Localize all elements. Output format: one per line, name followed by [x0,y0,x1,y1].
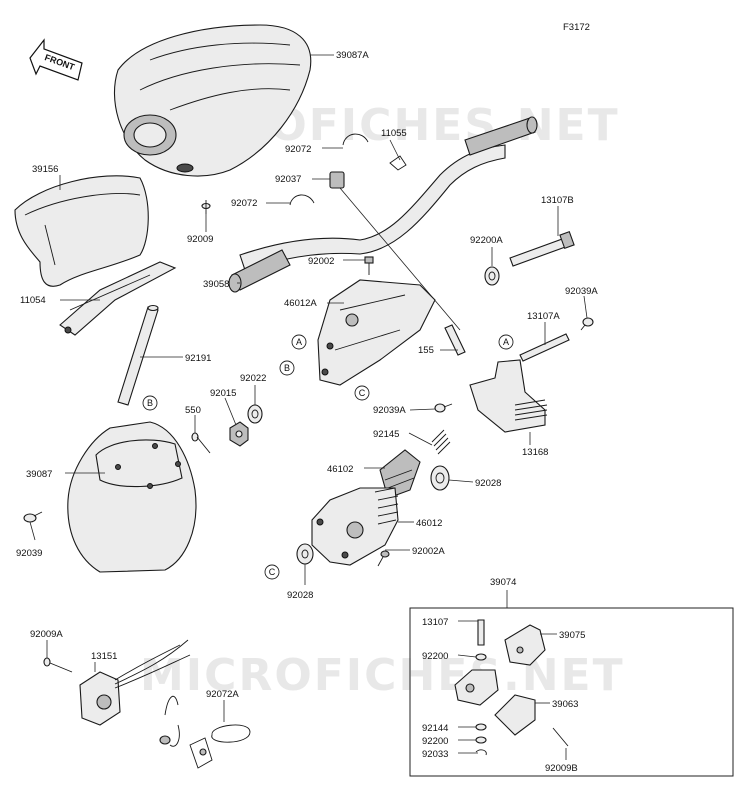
washer-92200A-drawing [484,266,500,286]
label-92072A: 92072A [206,689,239,700]
label-92145: 92145 [373,429,399,440]
label-13107: 13107 [422,617,448,628]
label-92200A: 92200A [470,235,503,246]
pin-155-drawing [444,324,466,356]
label-13151: 13151 [91,651,117,662]
label-92072-lower: 92072 [231,198,257,209]
bolt-92039A-mid-drawing [434,403,453,413]
label-92002A: 92002A [412,546,445,557]
front-arrow-icon: FRONT [29,38,83,81]
washer-92022-drawing [247,404,263,424]
label-13107A: 13107A [527,311,560,322]
nut-drawing [329,171,461,331]
band-92072A-drawing [189,724,251,769]
bolt-left-drawing [23,511,43,523]
diagram-code: F3172 [563,22,590,33]
assembly-box [409,607,734,777]
bolt-92002A-drawing [377,550,390,567]
leader-lines [29,54,588,760]
bolt-550-drawing [191,432,211,454]
label-92022: 92022 [240,373,266,384]
label-92009A: 92009A [30,629,63,640]
washer-92028-right-drawing [430,465,450,491]
label-550: 550 [185,405,201,416]
label-92015: 92015 [210,388,236,399]
label-39063: 39063 [552,699,578,710]
pin-13107A-drawing [519,333,570,362]
clip-drawing [389,155,407,171]
ref-marker-A-upper: A [291,334,307,350]
label-39075: 39075 [559,630,585,641]
label-155: 155 [418,345,434,356]
label-92039A-mid: 92039A [373,405,406,416]
label-46012: 46012 [416,518,442,529]
ref-marker-C-upper: C [354,385,370,401]
label-11054: 11054 [20,295,46,306]
svg-text:A: A [503,337,509,347]
label-92028-left: 92028 [287,590,313,601]
label-92144: 92144 [422,723,448,734]
label-92200-1: 92200 [422,651,448,662]
bolt-92002-drawing [364,256,374,275]
upper-cover-drawing [113,24,312,177]
ref-marker-C-lower: C [264,564,280,580]
ref-marker-B-left: B [142,395,158,411]
label-92072-upper: 92072 [285,144,311,155]
label-46102: 46102 [327,464,353,475]
bolt-92039A-right-drawing [580,317,594,331]
label-92200-2: 92200 [422,736,448,747]
label-92039A-right: 92039A [565,286,598,297]
ref-marker-A-right: A [498,334,514,350]
assembly-parts-drawing [454,619,569,756]
lower-cover-drawing [67,421,197,573]
label-13168: 13168 [522,447,548,458]
svg-text:C: C [359,388,366,398]
bracket-drawing [59,261,177,336]
handlebar-drawing [228,116,538,293]
label-92039: 92039 [16,548,42,559]
svg-text:B: B [147,398,153,408]
svg-text:C: C [269,567,276,577]
label-92191: 92191 [185,353,211,364]
pad-drawing [14,175,149,287]
holder-lower-drawing [311,487,399,566]
label-39058: 39058 [203,279,229,290]
lever-drawing [469,359,548,433]
label-39087A: 39087A [336,50,369,61]
band-lower-drawing [289,194,315,206]
holder-upper-drawing [317,279,436,386]
label-92033: 92033 [422,749,448,760]
svg-text:A: A [296,337,302,347]
spring-drawing [431,429,451,455]
ref-marker-B-upper: B [279,360,295,376]
screw-92009A-drawing [43,657,73,673]
nut-92015-drawing [229,421,249,447]
band-upper-drawing [342,133,369,146]
screw-drawing [201,200,211,214]
switch-drawing [79,639,191,747]
label-46012A: 46012A [284,298,317,309]
label-92009B: 92009B [545,763,578,774]
label-92028-right: 92028 [475,478,501,489]
washer-92028-left-drawing [296,543,314,565]
label-39087: 39087 [26,469,52,480]
label-92002: 92002 [308,256,334,267]
label-39074: 39074 [490,577,516,588]
shaft-drawing [509,231,575,267]
label-92009: 92009 [187,234,213,245]
label-13107B: 13107B [541,195,574,206]
label-39156: 39156 [32,164,58,175]
watermark-bottom: MICROFICHES.NET [140,650,625,701]
part-labels: 39087A 11055 92072 92037 92072 39156 920… [16,50,598,774]
label-92037: 92037 [275,174,301,185]
rod-drawing [117,304,159,406]
label-11055: 11055 [381,128,407,139]
svg-text:B: B [284,363,290,373]
